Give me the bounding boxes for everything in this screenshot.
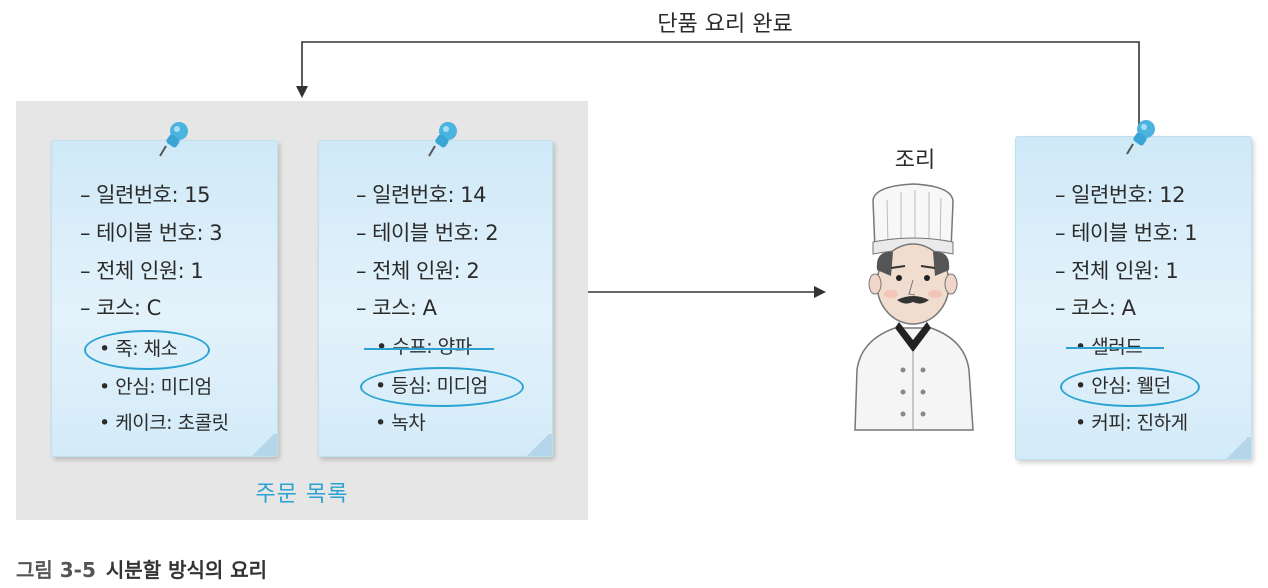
order-note-15: [51, 140, 278, 457]
done-strike: [1066, 347, 1164, 349]
current-item-circle: [84, 330, 210, 370]
figure-caption: 그림 3-5 시분할 방식의 요리: [16, 554, 267, 583]
completion-label: 단품 요리 완료: [657, 12, 793, 37]
note3-item-2: • 안심: 웰던: [1075, 375, 1171, 397]
note2-people: – 전체 인원: 2: [356, 259, 480, 283]
figure-number: 그림 3-5: [16, 558, 96, 582]
note1-item-1: • 죽: 채소: [99, 338, 178, 360]
note2-item-2: • 등심: 미디엄: [375, 375, 488, 397]
note1-course: – 코스: C: [80, 296, 161, 320]
note2-serial: – 일련번호: 14: [356, 183, 486, 207]
note2-table: – 테이블 번호: 2: [356, 221, 499, 245]
note1-item-2: • 안심: 미디엄: [99, 376, 212, 398]
note1-people: – 전체 인원: 1: [80, 259, 204, 283]
note2-item-3: • 녹차: [375, 412, 426, 434]
note3-item-3: • 커피: 진하게: [1075, 412, 1188, 434]
note2-course: – 코스: A: [356, 296, 437, 320]
note3-table: – 테이블 번호: 1: [1055, 221, 1198, 245]
order-list-label: 주문 목록: [255, 482, 349, 507]
note1-item-3: • 케이크: 초콜릿: [99, 412, 229, 434]
figure-title: 시분할 방식의 요리: [105, 558, 268, 582]
note3-course: – 코스: A: [1055, 296, 1136, 320]
note3-people: – 전체 인원: 1: [1055, 259, 1179, 283]
push-pin-icon: [428, 122, 457, 157]
current-item-circle: [360, 367, 524, 407]
push-pin-icon: [1126, 120, 1155, 155]
push-pin-icon: [159, 122, 188, 157]
current-item-circle: [1060, 367, 1200, 407]
note1-table: – 테이블 번호: 3: [80, 221, 223, 245]
done-strike: [364, 348, 494, 350]
chef-label: 조리: [894, 148, 936, 173]
chef-illustration: [854, 183, 974, 431]
note3-serial: – 일련번호: 12: [1055, 183, 1185, 207]
note1-serial: – 일련번호: 15: [80, 183, 210, 207]
note2-item-1: • 수프: 양파: [376, 336, 472, 358]
